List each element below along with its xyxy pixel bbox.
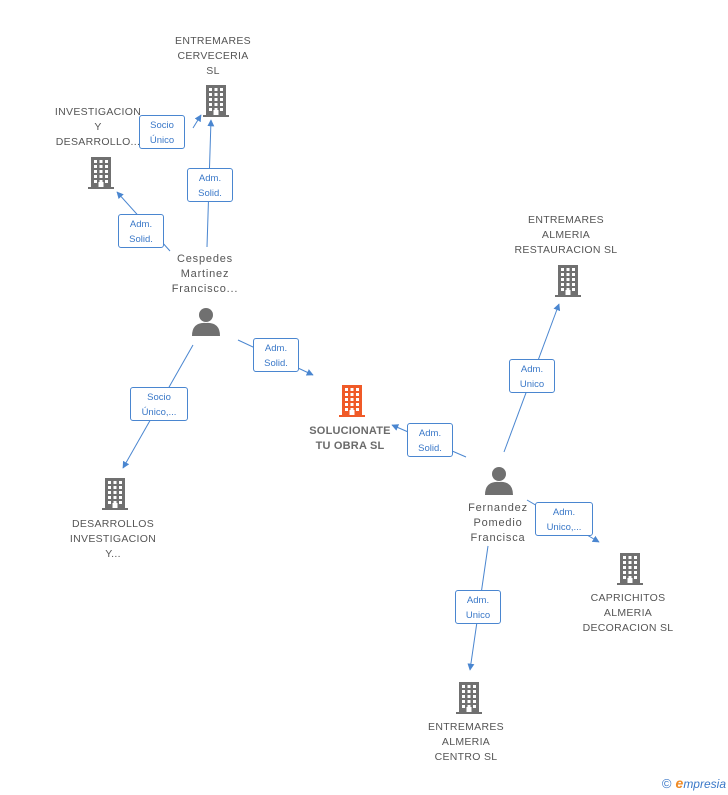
brand-logo[interactable]: empresia	[675, 775, 726, 791]
footer-credit: © empresia	[662, 775, 726, 791]
building-icon-restaur[interactable]	[555, 265, 581, 297]
edge-label-invdes-cervec[interactable]: Socio Único	[139, 115, 185, 149]
node-label-centro[interactable]: ENTREMARES ALMERIA CENTRO SL	[428, 721, 504, 763]
node-label-caprich[interactable]: CAPRICHITOS ALMERIA DECORACION SL	[582, 592, 674, 634]
copyright-symbol: ©	[661, 775, 672, 791]
node-label-cespedes[interactable]: Cespedes Martinez Francisco...	[171, 253, 239, 295]
building-icon-invdes[interactable]	[88, 157, 114, 189]
building-icon-main[interactable]	[339, 385, 365, 417]
edge-label-cespedes-invdes[interactable]: Adm. Solid.	[118, 214, 164, 248]
person-icon-cespedes[interactable]	[192, 308, 220, 336]
node-label-fernandez[interactable]: Fernandez Pomedio Francisca	[468, 502, 528, 544]
node-label-invdes[interactable]: INVESTIGACION Y DESARROLLO...	[54, 106, 142, 148]
building-icon-desinv[interactable]	[102, 478, 128, 510]
building-icon-cervec[interactable]	[203, 85, 229, 117]
node-label-restaur[interactable]: ENTREMARES ALMERIA RESTAURACION SL	[514, 214, 618, 256]
edge-label-cespedes-desinv[interactable]: Socio Único,...	[130, 387, 188, 421]
node-label-desinv[interactable]: DESARROLLOS INVESTIGACION Y...	[69, 518, 157, 560]
node-label-cervec[interactable]: ENTREMARES CERVECERIA SL	[175, 35, 251, 77]
person-icon-fernandez[interactable]	[485, 467, 513, 495]
node-label-main[interactable]: SOLUCIONATE TU OBRA SL	[309, 425, 391, 452]
building-icon-centro[interactable]	[456, 682, 482, 714]
edge-label-fernandez-centro[interactable]: Adm. Unico	[455, 590, 501, 624]
edge-label-cespedes-main[interactable]: Adm. Solid.	[253, 338, 299, 372]
edge-label-cespedes-cervec[interactable]: Adm. Solid.	[187, 168, 233, 202]
edge-invdes-cervec	[192, 114, 202, 129]
edge-label-fernandez-main[interactable]: Adm. Solid.	[407, 423, 453, 457]
edge-label-fernandez-caprich[interactable]: Adm. Unico,...	[535, 502, 593, 536]
edge-label-fernandez-restaur[interactable]: Adm. Unico	[509, 359, 555, 393]
building-icon-caprich[interactable]	[617, 553, 643, 585]
